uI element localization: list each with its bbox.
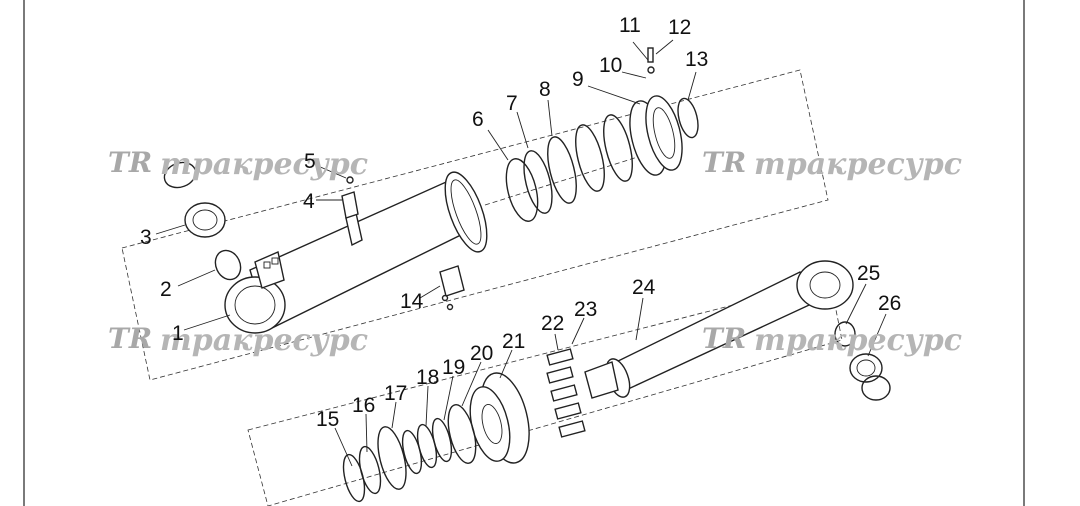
watermark-text: тракресурс bbox=[754, 323, 962, 358]
part-seal-8c bbox=[603, 114, 633, 182]
callout-1: 1 bbox=[172, 322, 184, 345]
callout-22: 22 bbox=[541, 312, 564, 335]
callout-9: 9 bbox=[572, 68, 584, 91]
callout-11: 11 bbox=[619, 14, 641, 37]
callout-26: 26 bbox=[878, 292, 901, 315]
part-bushing-26 bbox=[849, 353, 891, 401]
callout-23: 23 bbox=[574, 298, 597, 321]
part-ring-top-left bbox=[163, 161, 197, 189]
rod-assembly-box bbox=[247, 279, 843, 506]
callout-25: 25 bbox=[857, 262, 880, 285]
callout-16: 16 bbox=[352, 394, 375, 417]
leader-lines bbox=[155, 39, 887, 467]
part-head-21 bbox=[469, 372, 530, 464]
callout-17: 17 bbox=[384, 382, 407, 405]
watermark-logo: TR bbox=[108, 146, 152, 179]
callout-10: 10 bbox=[599, 54, 622, 77]
watermark-text: тракресурс bbox=[160, 147, 368, 182]
part-snap-ring-2 bbox=[214, 249, 242, 281]
part-barrel bbox=[224, 171, 488, 334]
axis-line-1 bbox=[484, 149, 661, 206]
callout-18: 18 bbox=[416, 366, 439, 389]
callout-8: 8 bbox=[539, 78, 551, 101]
part-seal-18 bbox=[416, 423, 438, 469]
part-screw-5 bbox=[346, 176, 354, 184]
watermark-1: TR тракресурс bbox=[108, 146, 368, 182]
part-clamp-4 bbox=[341, 191, 359, 219]
callout-2: 2 bbox=[160, 278, 172, 301]
part-seal-15 bbox=[342, 453, 366, 503]
part-bushing-3 bbox=[184, 202, 226, 238]
callout-labels: 1 2 3 4 5 6 7 8 9 10 11 12 13 14 15 16 1… bbox=[140, 14, 901, 431]
callout-4: 4 bbox=[303, 190, 315, 213]
part-seal-8 bbox=[547, 136, 577, 204]
callout-19: 19 bbox=[442, 356, 465, 379]
callout-3: 3 bbox=[140, 226, 152, 249]
callout-14: 14 bbox=[400, 290, 424, 313]
part-seal-8b bbox=[575, 124, 605, 192]
watermark-3: TR тракресурс bbox=[108, 322, 368, 358]
callout-6: 6 bbox=[472, 108, 484, 131]
part-seal-18b bbox=[401, 429, 423, 475]
callout-7: 7 bbox=[506, 92, 518, 115]
part-rod-24 bbox=[584, 260, 854, 399]
watermark-text: тракресурс bbox=[160, 323, 368, 358]
watermark-text: тракресурс bbox=[754, 147, 962, 182]
callout-5: 5 bbox=[304, 150, 316, 173]
callout-20: 20 bbox=[470, 342, 493, 365]
callout-13: 13 bbox=[685, 48, 708, 71]
part-bolts-22-23 bbox=[546, 348, 586, 438]
watermark-logo: TR bbox=[702, 146, 746, 179]
part-seal-6 bbox=[505, 158, 539, 222]
callout-12: 12 bbox=[668, 16, 691, 39]
watermark-2: TR тракресурс bbox=[702, 146, 962, 182]
part-ring-25 bbox=[834, 321, 856, 347]
part-seal-17 bbox=[377, 426, 407, 490]
part-plate-14 bbox=[439, 265, 465, 311]
part-seal-20 bbox=[447, 404, 477, 464]
part-seal-16 bbox=[358, 445, 382, 495]
part-pin-10-12 bbox=[647, 47, 655, 74]
watermark-4: TR тракресурс bbox=[702, 322, 962, 358]
barrel-assembly-box bbox=[121, 69, 829, 381]
part-ring-13 bbox=[677, 97, 699, 139]
watermark-logo: TR bbox=[702, 322, 746, 355]
part-seal-7 bbox=[523, 150, 553, 214]
watermark-logo: TR bbox=[108, 322, 152, 355]
callout-15: 15 bbox=[316, 408, 339, 431]
part-piston-9 bbox=[629, 95, 683, 176]
callout-24: 24 bbox=[632, 276, 656, 299]
callout-21: 21 bbox=[502, 330, 525, 353]
